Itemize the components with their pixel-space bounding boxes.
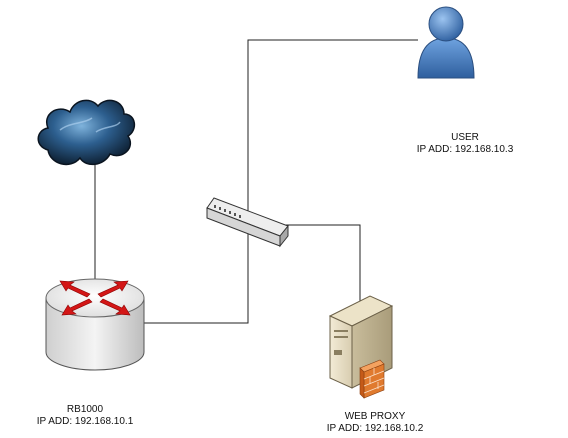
cloud-icon (37, 99, 136, 166)
proxy-name: WEB PROXY (344, 411, 406, 422)
proxy-ip: IP ADD: 192.168.10.2 (326, 423, 424, 434)
router-icon (45, 278, 145, 371)
switch-icon (206, 197, 289, 248)
user-label: USER IP ADD: 192.168.10.3 (400, 132, 530, 156)
user-name: USER (451, 132, 479, 143)
link-router-switch (140, 39, 418, 324)
router-label: RB1000 IP ADD: 192.168.10.1 (20, 404, 150, 428)
user-ip: IP ADD: 192.168.10.3 (416, 144, 514, 155)
server-icon (328, 295, 394, 399)
router-ip: IP ADD: 192.168.10.1 (36, 416, 134, 427)
proxy-label: WEB PROXY IP ADD: 192.168.10.2 (310, 411, 440, 435)
firewall-icon (359, 359, 385, 399)
router-name: RB1000 (66, 404, 104, 415)
user-icon (417, 6, 475, 79)
